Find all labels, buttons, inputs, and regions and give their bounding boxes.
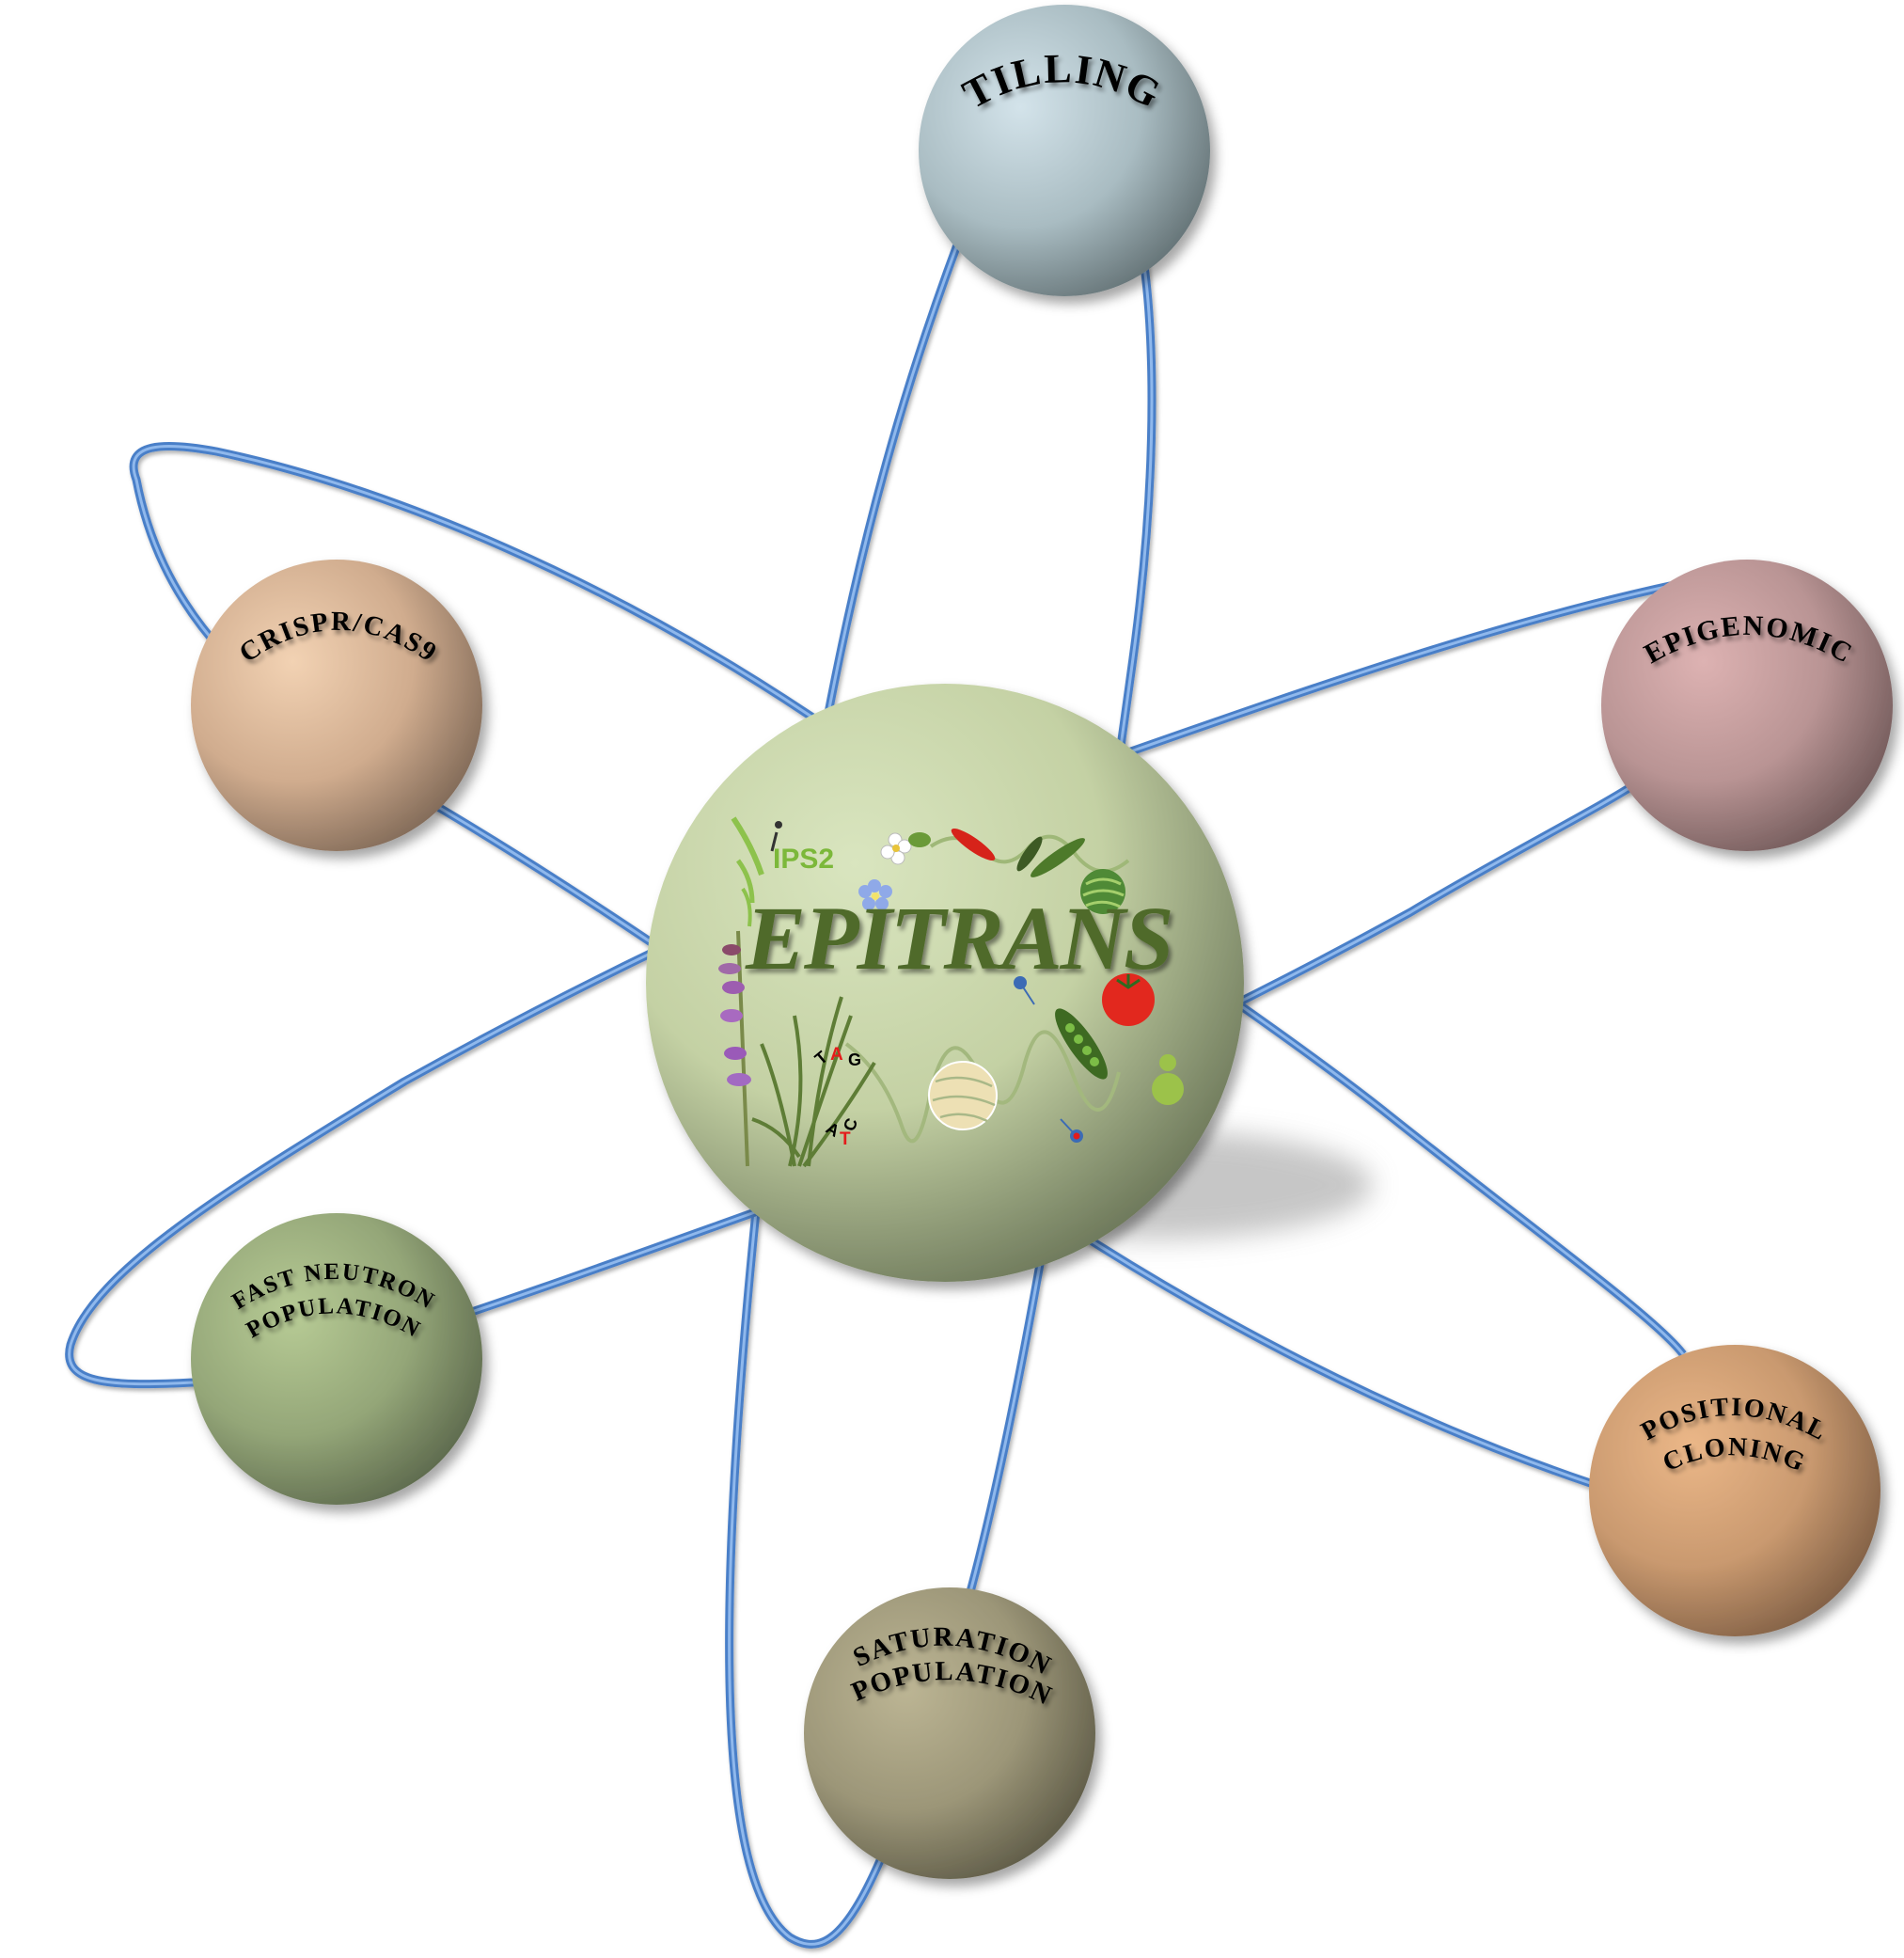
allele-marker-red xyxy=(1060,1118,1083,1143)
cucumber-icon xyxy=(1016,836,1043,872)
allele-marker-blue xyxy=(1014,976,1035,1005)
sphere-tilling xyxy=(919,5,1210,296)
node-crispr-cas9[interactable]: CRISPR/CAS9 xyxy=(191,560,482,851)
sphere-crispr xyxy=(191,560,482,851)
node-saturation-population[interactable]: SATURATION POPULATION xyxy=(804,1587,1095,1879)
chili-pepper-icon xyxy=(951,828,996,861)
watermelon-icon xyxy=(1080,869,1125,914)
flower-icon xyxy=(858,879,892,910)
ips2-logo: IPS2 xyxy=(731,816,834,927)
node-tilling[interactable]: TILLING xyxy=(919,5,1210,296)
gourd-icon xyxy=(1152,1054,1184,1105)
dna-letter: C xyxy=(840,1115,861,1133)
zucchini-icon xyxy=(1031,838,1085,877)
node-epigenomic[interactable]: EPIGENOMIC xyxy=(1601,560,1893,851)
ips2-logo-text: IPS2 xyxy=(773,844,834,875)
tomato-icon xyxy=(1102,973,1155,1026)
dna-letter: G xyxy=(848,1050,861,1069)
node-fast-neutron-population[interactable]: FAST NEUTRON POPULATION xyxy=(191,1213,482,1505)
pea-pod-icon xyxy=(1055,1008,1108,1080)
sphere-epigenomic xyxy=(1601,560,1893,851)
node-positional-cloning[interactable]: POSITIONAL CLONING xyxy=(1589,1345,1880,1636)
center-node-epitrans[interactable]: IPS2 xyxy=(646,684,1244,1282)
sphere-saturation xyxy=(804,1587,1095,1879)
white-flower-icon xyxy=(880,832,931,865)
sphere-fast-neutron xyxy=(191,1213,482,1505)
grass-plant-icon xyxy=(751,996,876,1168)
dna-letter: T xyxy=(840,1129,851,1149)
center-title: EPITRANS xyxy=(745,888,1172,988)
sphere-positional-cloning xyxy=(1589,1345,1880,1636)
cantaloupe-icon xyxy=(928,1061,998,1130)
salvia-plant-icon xyxy=(718,930,751,1167)
dna-letter: A xyxy=(830,1045,843,1065)
